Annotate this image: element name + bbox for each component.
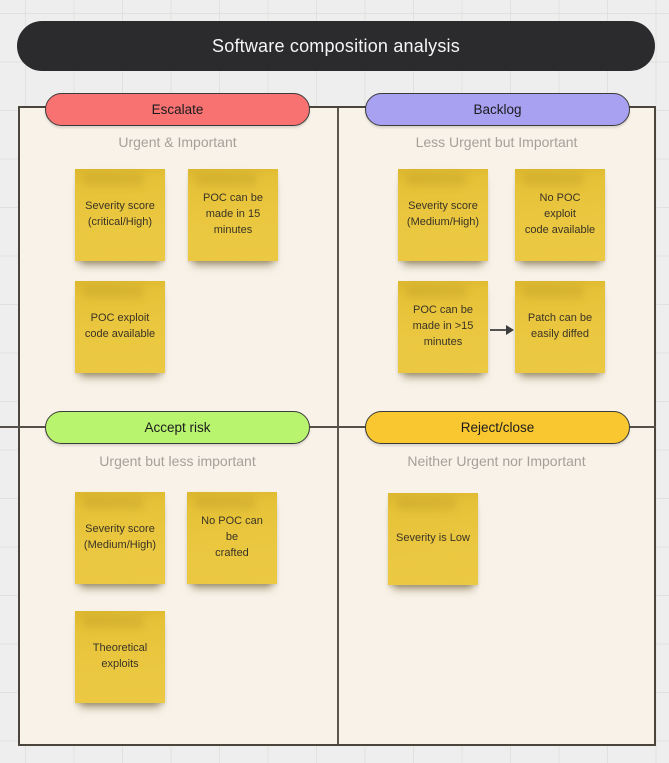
- quadrant-pill-label: Reject/close: [460, 420, 535, 435]
- quadrant-subtitle-reject-close[interactable]: Neither Urgent nor Important: [407, 453, 586, 469]
- quadrant-subtitle-accept-risk[interactable]: Urgent but less important: [99, 453, 256, 469]
- quadrant-pill-label: Escalate: [151, 102, 204, 117]
- sticky-note[interactable]: Severity score (critical/High): [75, 169, 165, 261]
- sticky-note[interactable]: POC can be made in 15 minutes: [188, 169, 278, 261]
- sticky-note[interactable]: Patch can be easily diffed: [515, 281, 605, 373]
- sticky-note[interactable]: POC exploit code available: [75, 281, 165, 373]
- sticky-note[interactable]: Severity is Low: [388, 493, 478, 585]
- quadrant-pill-reject-close[interactable]: Reject/close: [365, 411, 630, 444]
- board-title: Software composition analysis: [212, 35, 460, 56]
- quadrant-pill-label: Backlog: [473, 102, 522, 117]
- quadrant-pill-escalate[interactable]: Escalate: [45, 93, 310, 126]
- quadrant-pill-accept-risk[interactable]: Accept risk: [45, 411, 310, 444]
- quadrant-subtitle-backlog[interactable]: Less Urgent but Important: [415, 134, 578, 150]
- sticky-note[interactable]: No POC exploit code available: [515, 169, 605, 261]
- sticky-note[interactable]: No POC can be crafted: [187, 492, 277, 584]
- quadrant-pill-label: Accept risk: [144, 420, 211, 435]
- quadrant-subtitle-escalate[interactable]: Urgent & Important: [118, 134, 237, 150]
- sticky-note[interactable]: POC can be made in >15 minutes: [398, 281, 488, 373]
- horizontal-divider: [0, 426, 656, 428]
- board-title-bar[interactable]: Software composition analysis: [17, 21, 655, 71]
- arrow-connector[interactable]: [489, 323, 515, 337]
- quadrant-pill-backlog[interactable]: Backlog: [365, 93, 630, 126]
- sticky-note[interactable]: Severity score (Medium/High): [75, 492, 165, 584]
- sticky-note[interactable]: Severity score (Medium/High): [398, 169, 488, 261]
- sticky-note[interactable]: Theoretical exploits: [75, 611, 165, 703]
